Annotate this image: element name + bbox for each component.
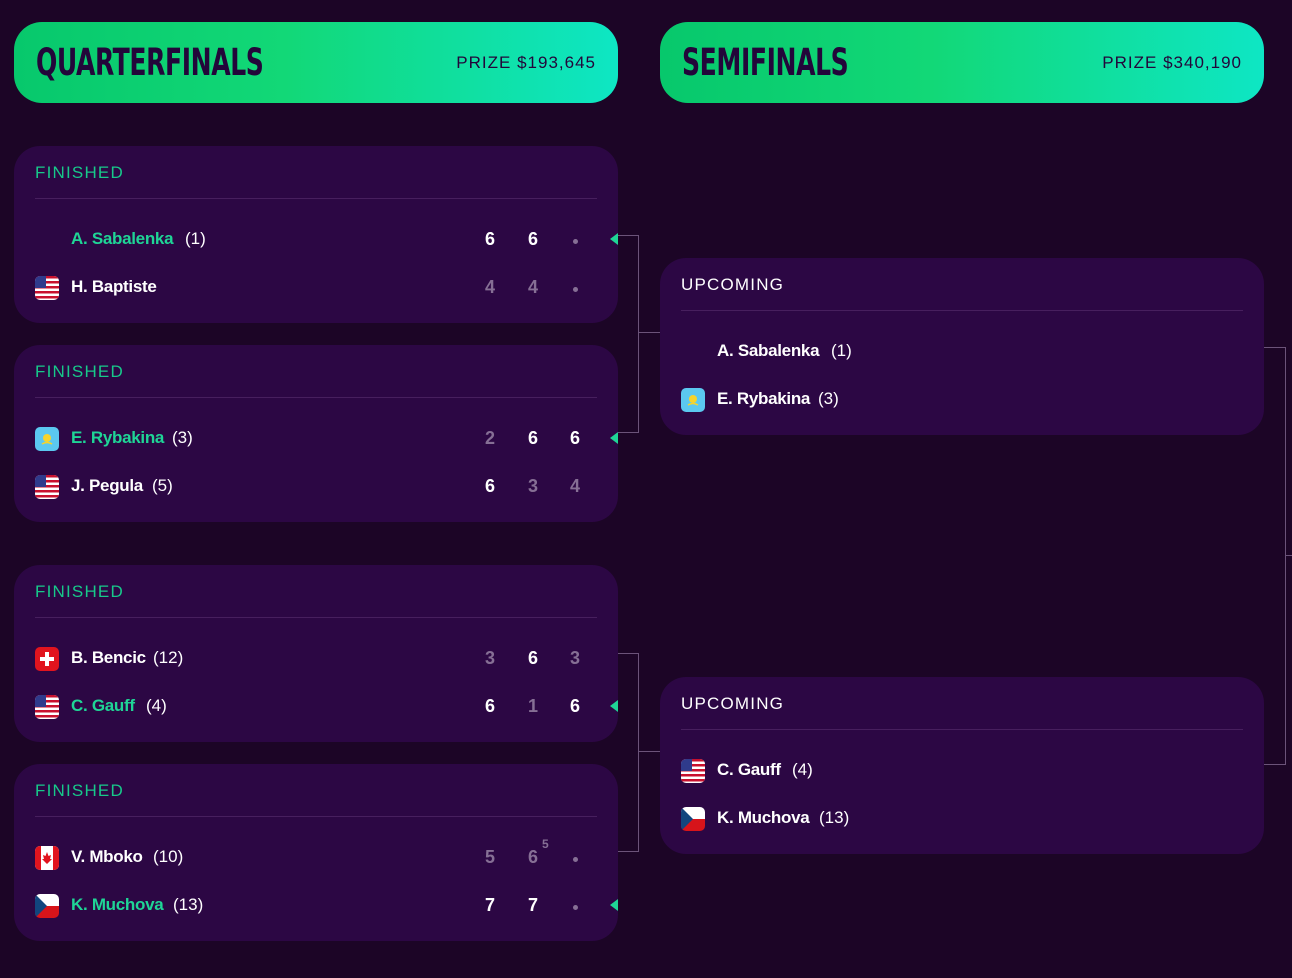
player-row: V. Mboko (10) 5 6 5 — [35, 837, 605, 873]
player-row: C. Gauff (4) — [681, 756, 1251, 786]
set-score: 6 — [484, 696, 495, 716]
player-name: H. Baptiste — [71, 277, 157, 296]
player-seed: (13) — [173, 895, 204, 914]
set-score: 4 — [527, 277, 538, 297]
set-score: 1 — [527, 696, 538, 716]
player-row: A. Sabalenka (1) 6 6 — [35, 225, 605, 255]
winner-arrow-icon — [610, 899, 618, 911]
player-name: C. Gauff — [71, 696, 135, 715]
qf-match-card-1[interactable]: FINISHED A. Sabalenka (1) 6 6 H. Baptist… — [14, 146, 618, 323]
set-score: 4 — [569, 476, 580, 496]
player-row: J. Pegula (5) 6 3 4 — [35, 472, 605, 502]
player-name: J. Pegula — [71, 476, 143, 495]
player-row: B. Bencic (12) 3 6 3 — [35, 644, 605, 674]
sf-match-card-2[interactable]: UPCOMING C. Gauff (4) K. Muchova (13) — [660, 677, 1264, 854]
card-divider — [681, 729, 1243, 730]
quarterfinals-prize: PRIZE $193,645 — [456, 52, 596, 72]
set-score: 3 — [527, 476, 538, 496]
winner-arrow-icon — [610, 700, 618, 712]
czechia-flag-icon — [35, 894, 59, 918]
set-score: 7 — [484, 895, 495, 915]
set-score: 5 — [484, 847, 495, 867]
player-row: E. Rybakina (3) — [681, 385, 1251, 415]
set-score: 6 — [527, 229, 538, 249]
switzerland-flag-icon — [35, 647, 59, 671]
player-name: B. Bencic — [71, 648, 146, 667]
player-row: C. Gauff (4) 6 1 6 — [35, 692, 605, 722]
semifinals-prize: PRIZE $340,190 — [1102, 52, 1242, 72]
empty-set-dot — [573, 905, 578, 910]
player-row: K. Muchova (13) — [681, 804, 1251, 834]
match-status: UPCOMING — [681, 275, 785, 294]
empty-set-dot — [573, 287, 578, 292]
player-seed: (4) — [146, 696, 167, 715]
set-score: 6 — [484, 229, 495, 249]
semifinals-header: SEMIFINALS PRIZE $340,190 — [660, 22, 1264, 103]
set-score: 6 — [527, 428, 538, 448]
set-score: 6 — [527, 648, 538, 668]
match-status: UPCOMING — [681, 694, 785, 713]
empty-set-dot — [573, 857, 578, 862]
set-score: 4 — [484, 277, 495, 297]
usa-flag-icon — [35, 475, 59, 499]
winner-arrow-icon — [610, 233, 618, 245]
qf-match-card-2[interactable]: FINISHED E. Rybakina (3) 2 6 6 J. Pegula… — [14, 345, 618, 522]
card-divider — [35, 198, 597, 199]
kazakhstan-flag-icon — [35, 427, 59, 451]
player-name: C. Gauff — [717, 760, 781, 779]
kazakhstan-flag-icon — [681, 388, 705, 412]
match-status: FINISHED — [35, 163, 124, 182]
card-divider — [681, 310, 1243, 311]
player-name: V. Mboko — [71, 847, 143, 866]
card-divider — [35, 397, 597, 398]
player-seed: (1) — [185, 229, 206, 248]
player-row: A. Sabalenka (1) — [681, 337, 1251, 367]
set-score: 6 — [569, 428, 580, 448]
set-score: 2 — [484, 428, 495, 448]
player-seed: (5) — [152, 476, 173, 495]
player-name: K. Muchova — [71, 895, 164, 914]
semifinals-title: SEMIFINALS — [682, 40, 849, 85]
quarterfinals-title: QUARTERFINALS — [36, 40, 264, 85]
czechia-flag-icon — [681, 807, 705, 831]
winner-arrow-icon — [610, 432, 618, 444]
card-divider — [35, 617, 597, 618]
player-row: K. Muchova (13) 7 7 — [35, 891, 605, 921]
qf-match-card-4[interactable]: FINISHED V. Mboko (10) 5 6 5 K. Muchova … — [14, 764, 618, 941]
player-seed: (12) — [153, 648, 184, 667]
match-status: FINISHED — [35, 362, 124, 381]
sf-match-card-1[interactable]: UPCOMING A. Sabalenka (1) E. Rybakina (3… — [660, 258, 1264, 435]
player-row: H. Baptiste 4 4 — [35, 273, 605, 303]
player-seed: (3) — [172, 428, 193, 447]
player-name: E. Rybakina — [717, 389, 811, 408]
qf-match-card-3[interactable]: FINISHED B. Bencic (12) 3 6 3 C. Gauff (… — [14, 565, 618, 742]
usa-flag-icon — [35, 276, 59, 300]
player-seed: (1) — [831, 341, 852, 360]
player-row: E. Rybakina (3) 2 6 6 — [35, 424, 605, 454]
player-seed: (10) — [153, 847, 184, 866]
card-divider — [35, 816, 597, 817]
tiebreak-score: 5 — [542, 837, 549, 851]
player-name: A. Sabalenka — [717, 341, 820, 360]
set-score: 6 — [569, 696, 580, 716]
player-name: A. Sabalenka — [71, 229, 174, 248]
player-seed: (4) — [792, 760, 813, 779]
usa-flag-icon — [681, 759, 705, 783]
set-score: 3 — [569, 648, 580, 668]
set-score: 6 — [527, 847, 538, 867]
quarterfinals-header: QUARTERFINALS PRIZE $193,645 — [14, 22, 618, 103]
player-name: K. Muchova — [717, 808, 810, 827]
player-seed: (13) — [819, 808, 850, 827]
match-status: FINISHED — [35, 781, 124, 800]
canada-flag-icon — [35, 846, 59, 870]
usa-flag-icon — [35, 695, 59, 719]
player-name: E. Rybakina — [71, 428, 165, 447]
set-score: 3 — [484, 648, 495, 668]
empty-set-dot — [573, 239, 578, 244]
match-status: FINISHED — [35, 582, 124, 601]
player-seed: (3) — [818, 389, 839, 408]
set-score: 6 — [484, 476, 495, 496]
set-score: 7 — [527, 895, 538, 915]
